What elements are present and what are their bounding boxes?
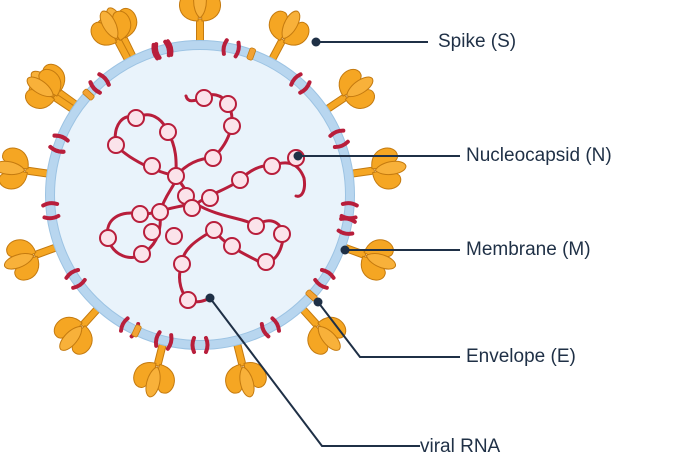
membrane-leader-dot <box>340 245 350 255</box>
nucleocapsid-protein <box>183 199 201 217</box>
rna-leader-line <box>209 297 420 447</box>
nucleocapsid-protein <box>133 245 151 263</box>
leader-lines <box>209 41 460 447</box>
envelope-leader-dot <box>313 297 323 307</box>
nucleocapsid-protein <box>159 123 177 141</box>
nucleocapsid-protein <box>257 253 275 271</box>
nucleocapsid-protein <box>165 227 183 245</box>
nucleocapsid-protein <box>99 229 117 247</box>
nucleocapsid-protein <box>205 221 223 239</box>
membrane-label: Membrane (M) <box>466 239 591 260</box>
leader-dots <box>205 37 350 307</box>
rna-label: viral RNA <box>420 436 501 457</box>
spike-protein <box>178 0 222 46</box>
viral-envelope-ring <box>45 40 355 350</box>
spike-leader-dot <box>311 37 321 47</box>
viral-envelope-inner-outline <box>54 49 346 341</box>
nucleocapsid-protein <box>143 223 161 241</box>
nucleocapsid-protein <box>107 136 125 154</box>
nucleocapsid-leader-dot <box>293 151 303 161</box>
nucleocapsid-protein <box>231 171 249 189</box>
nucleocapsid-protein <box>179 291 197 309</box>
nucleocapsid-protein <box>127 109 145 127</box>
nucleocapsid-protein <box>195 89 213 107</box>
nucleocapsid-protein <box>223 117 241 135</box>
spike-label: Spike (S) <box>438 31 517 52</box>
nucleocapsid-protein <box>219 95 237 113</box>
nucleocapsid-protein <box>204 149 222 167</box>
nucleocapsid-protein <box>201 189 219 207</box>
rna-leader-dot <box>205 293 215 303</box>
spike-protein <box>345 145 410 195</box>
viral-envelope-outline <box>45 40 355 350</box>
nucleocapsid-protein <box>167 167 185 185</box>
nucleocapsid-protein <box>273 225 291 243</box>
nucleocapsid-protein <box>223 237 241 255</box>
nucleocapsid-protein <box>173 255 191 273</box>
nucleocapsid-label: Nucleocapsid (N) <box>466 145 612 166</box>
nucleocapsid-protein <box>263 157 281 175</box>
nucleocapsid-protein <box>131 205 149 223</box>
nucleocapsid-protein <box>151 203 169 221</box>
nucleocapsid-protein <box>143 157 161 175</box>
envelope-label: Envelope (E) <box>466 346 576 367</box>
envelope-leader-line <box>317 301 460 358</box>
nucleocapsid-protein <box>247 217 265 235</box>
nucleocapsid-proteins <box>99 89 305 309</box>
